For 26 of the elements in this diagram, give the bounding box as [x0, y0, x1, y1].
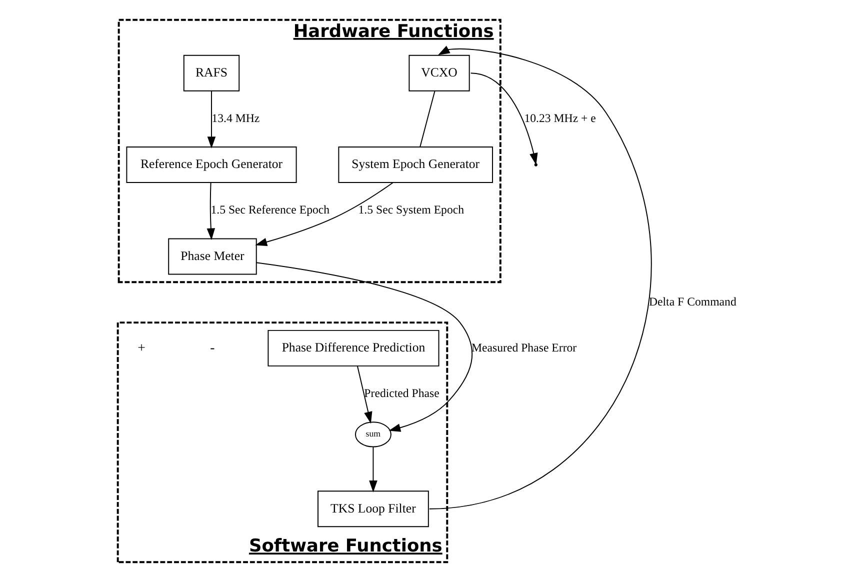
node-box: VCXO: [408, 54, 470, 92]
node-ellipse: sum: [354, 422, 392, 448]
edge-label: Measured Phase Error: [472, 340, 577, 354]
edge-label: 13.4 MHz: [212, 111, 260, 125]
connector: [420, 90, 436, 148]
edge-label: Delta F Command: [648, 294, 736, 308]
arrow: [470, 72, 538, 165]
node-box: RAFS: [183, 54, 240, 92]
node-box: TKS Loop Filter: [318, 490, 429, 528]
edge-label: 10.23 MHz + e: [524, 111, 596, 125]
node-box: Phase Difference Prediction: [268, 330, 440, 366]
edge-label: 1.5 Sec System Epoch: [358, 202, 464, 217]
node-box: Phase Meter: [168, 238, 257, 275]
edge-label: Predicted Phase: [364, 386, 440, 400]
arrow: [255, 182, 394, 246]
label: +: [138, 340, 146, 355]
node-box: System Epoch Generator: [338, 146, 493, 184]
arrow: [206, 182, 216, 240]
label: -: [210, 340, 215, 355]
arrow: [207, 90, 216, 148]
node-box: Reference Epoch Generator: [126, 146, 297, 184]
arrow: [356, 366, 372, 424]
edge-label: 1.5 Sec Reference Epoch: [210, 202, 330, 217]
arrow: [428, 46, 651, 510]
arrow: [369, 446, 378, 492]
arrow: [256, 262, 473, 432]
